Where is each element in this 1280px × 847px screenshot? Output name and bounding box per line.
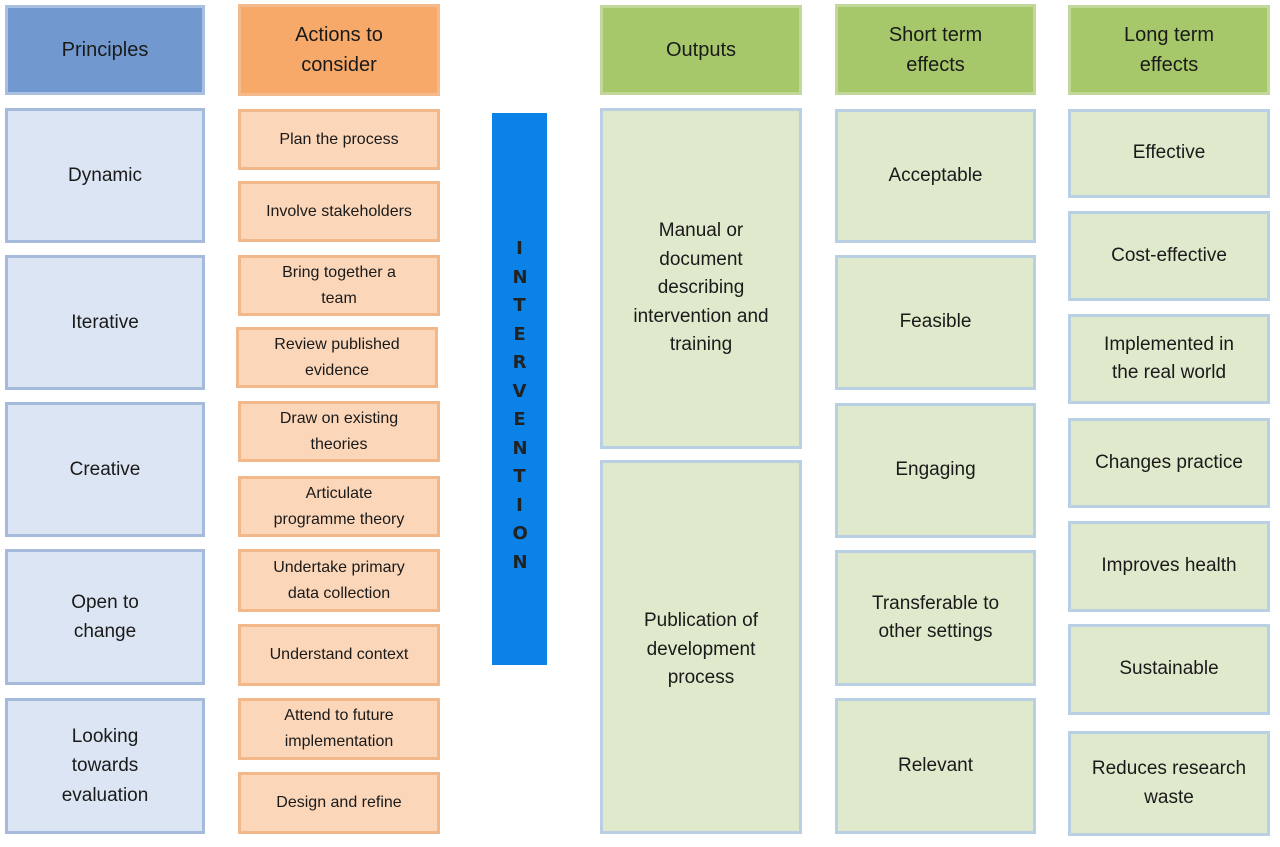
action-box: Undertake primary data collection bbox=[238, 549, 440, 612]
outputs-header-label: Outputs bbox=[665, 39, 737, 61]
intervention-label: INTERVENTION bbox=[512, 238, 528, 573]
action-box: Involve stakeholders bbox=[238, 181, 440, 242]
long-term-box: Changes practice bbox=[1068, 418, 1270, 508]
action-box: Draw on existing theories bbox=[238, 401, 440, 462]
short-term-label: Relevant bbox=[898, 754, 973, 776]
long-term-header: Long term effects bbox=[1068, 5, 1270, 95]
long-term-box: Reduces research waste bbox=[1068, 731, 1270, 836]
output-label: Manual or document describing interventi… bbox=[633, 220, 769, 355]
principle-box: Dynamic bbox=[5, 108, 205, 243]
intervention-bar: INTERVENTION bbox=[492, 113, 547, 665]
long-term-label: Improves health bbox=[1101, 555, 1237, 577]
short-term-label: Feasible bbox=[899, 311, 972, 333]
principle-box: Looking towards evaluation bbox=[5, 698, 205, 834]
long-term-box: Sustainable bbox=[1068, 624, 1270, 715]
action-label: Draw on existing theories bbox=[279, 409, 399, 453]
long-term-label: Cost-effective bbox=[1111, 244, 1227, 266]
principle-box: Open to change bbox=[5, 549, 205, 685]
principle-label: Creative bbox=[69, 458, 141, 480]
long-term-box: Implemented in the real world bbox=[1068, 314, 1270, 404]
action-label: Articulate programme theory bbox=[273, 484, 405, 528]
action-label: Involve stakeholders bbox=[266, 202, 412, 220]
action-label: Undertake primary data collection bbox=[273, 558, 405, 602]
long-term-label: Effective bbox=[1132, 142, 1206, 164]
action-box: Design and refine bbox=[238, 772, 440, 834]
principles-header-label: Principles bbox=[61, 39, 149, 61]
principle-box: Iterative bbox=[5, 255, 205, 390]
action-box: Attend to future implementation bbox=[238, 698, 440, 760]
short-term-header: Short term effects bbox=[835, 4, 1036, 95]
action-label: Attend to future implementation bbox=[284, 707, 394, 750]
short-term-box: Acceptable bbox=[835, 109, 1036, 243]
outputs-header: Outputs bbox=[600, 5, 802, 95]
actions-header: Actions to consider bbox=[238, 4, 440, 96]
action-label: Design and refine bbox=[276, 794, 402, 812]
long-term-label: Implemented in the real world bbox=[1104, 333, 1234, 384]
principles-header: Principles bbox=[5, 5, 205, 95]
principle-label: Iterative bbox=[71, 311, 139, 333]
action-box: Plan the process bbox=[238, 109, 440, 170]
short-term-label: Transferable to other settings bbox=[871, 592, 1000, 643]
short-term-header-label: Short term effects bbox=[888, 23, 983, 76]
action-label: Plan the process bbox=[279, 130, 399, 148]
output-box: Publication of development process bbox=[600, 460, 802, 834]
action-label: Understand context bbox=[269, 646, 409, 664]
principle-label: Looking towards evaluation bbox=[61, 725, 149, 806]
long-term-header-label: Long term effects bbox=[1123, 24, 1215, 76]
principle-box: Creative bbox=[5, 402, 205, 537]
short-term-box: Feasible bbox=[835, 255, 1036, 390]
output-box: Manual or document describing interventi… bbox=[600, 108, 802, 449]
action-box: Understand context bbox=[238, 624, 440, 686]
short-term-box: Relevant bbox=[835, 698, 1036, 834]
short-term-box: Engaging bbox=[835, 403, 1036, 538]
action-box: Review published evidence bbox=[236, 327, 438, 388]
long-term-box: Effective bbox=[1068, 109, 1270, 198]
short-term-box: Transferable to other settings bbox=[835, 550, 1036, 686]
action-label: Bring together a team bbox=[282, 263, 396, 307]
long-term-box: Improves health bbox=[1068, 521, 1270, 612]
action-label: Review published evidence bbox=[274, 335, 400, 379]
output-label: Publication of development process bbox=[643, 610, 759, 688]
action-box: Articulate programme theory bbox=[238, 476, 440, 537]
short-term-label: Acceptable bbox=[888, 164, 983, 186]
long-term-box: Cost-effective bbox=[1068, 211, 1270, 301]
short-term-label: Engaging bbox=[895, 459, 976, 481]
long-term-label: Reduces research waste bbox=[1091, 758, 1247, 808]
actions-header-label: Actions to consider bbox=[295, 24, 383, 76]
principle-label: Dynamic bbox=[68, 164, 142, 186]
action-box: Bring together a team bbox=[238, 255, 440, 316]
long-term-label: Changes practice bbox=[1095, 451, 1243, 473]
long-term-label: Sustainable bbox=[1119, 658, 1219, 680]
principle-label: Open to change bbox=[71, 591, 139, 642]
